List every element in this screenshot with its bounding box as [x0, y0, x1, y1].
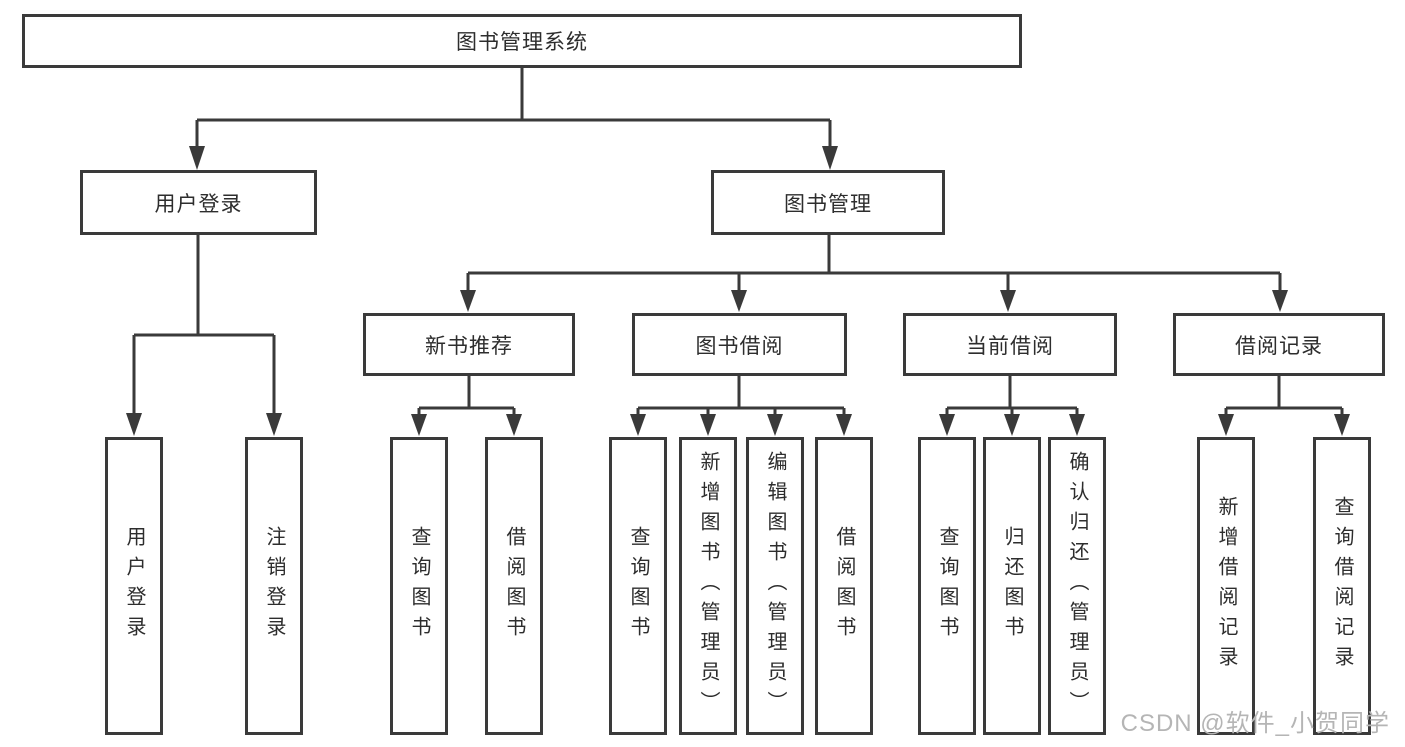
leaf-label: 借阅图书 [503, 526, 525, 646]
leaf-add-borrow-record: 新增借阅记录 [1197, 437, 1255, 735]
leaf-label: 查询图书 [408, 526, 430, 646]
leaf-return-books: 归还图书 [983, 437, 1041, 735]
leaf-query-borrow-record: 查询借阅记录 [1313, 437, 1371, 735]
node-label: 新书推荐 [425, 334, 513, 358]
leaf-add-book-admin: 新增图书（管理员） [679, 437, 737, 735]
leaf-query-books-borrowing: 查询图书 [609, 437, 667, 735]
node-label: 用户登录 [154, 192, 243, 216]
node-label: 图书借阅 [695, 334, 784, 358]
connector-book-borrowing-to-leaves [630, 376, 852, 436]
node-library-management-system: 图书管理系统 [22, 14, 1022, 68]
leaf-borrow-books-borrowing: 借阅图书 [815, 437, 873, 735]
leaf-borrow-books-newbook: 借阅图书 [485, 437, 543, 735]
connector-new-book-to-leaves [411, 376, 522, 436]
node-new-book-recommendation: 新书推荐 [363, 313, 575, 376]
leaf-label: 查询图书 [627, 526, 649, 646]
leaf-query-books-current: 查询图书 [918, 437, 976, 735]
connector-borrowing-records-to-leaves [1218, 376, 1350, 436]
connector-root-to-level1 [189, 68, 838, 170]
connector-book-management-to-level2 [460, 235, 1288, 312]
leaf-edit-book-admin: 编辑图书（管理员） [746, 437, 804, 735]
leaf-label: 用户登录 [123, 526, 145, 646]
node-label: 图书管理系统 [456, 31, 588, 54]
leaf-label: 新增图书（管理员） [697, 451, 719, 721]
node-user-login: 用户登录 [80, 170, 317, 235]
node-current-borrowing: 当前借阅 [903, 313, 1117, 376]
leaf-user-login: 用户登录 [105, 437, 163, 735]
leaf-confirm-return-admin: 确认归还（管理员） [1048, 437, 1106, 735]
node-book-borrowing: 图书借阅 [632, 313, 847, 376]
node-label: 图书管理 [784, 192, 872, 216]
leaf-label: 查询图书 [936, 526, 958, 646]
leaf-query-books-newbook: 查询图书 [390, 437, 448, 735]
leaf-label: 编辑图书（管理员） [764, 451, 786, 721]
leaf-label: 查询借阅记录 [1331, 496, 1353, 676]
csdn-watermark: CSDN @软件_小贺同学 [1120, 710, 1390, 737]
leaf-logout-login: 注销登录 [245, 437, 303, 735]
node-label: 当前借阅 [966, 334, 1054, 358]
leaf-label: 归还图书 [1001, 526, 1023, 646]
node-label: 借阅记录 [1235, 334, 1323, 358]
leaf-label: 新增借阅记录 [1215, 496, 1237, 676]
connector-current-borrowing-to-leaves [939, 376, 1085, 436]
leaf-label: 确认归还（管理员） [1066, 451, 1088, 721]
leaf-label: 注销登录 [263, 526, 285, 646]
node-borrowing-records: 借阅记录 [1173, 313, 1385, 376]
node-book-management: 图书管理 [711, 170, 945, 235]
connector-user-login-to-leaves [126, 235, 282, 436]
leaf-label: 借阅图书 [833, 526, 855, 646]
